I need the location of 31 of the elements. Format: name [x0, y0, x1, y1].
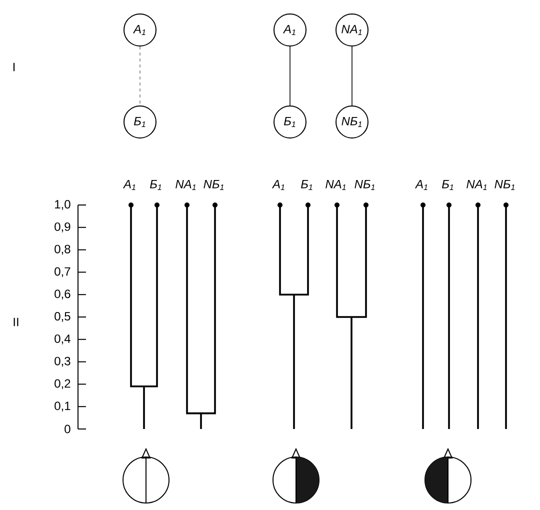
- tick-label: 1,0: [55, 200, 70, 210]
- tick-label: 0,7: [54, 267, 70, 278]
- tick-label: 0,4: [54, 334, 70, 344]
- leaf-label: NБ$_{1}$: [494, 180, 515, 190]
- leaf-label: Б$_{1}$: [442, 180, 454, 190]
- leaf-label: Б$_{1}$: [300, 180, 312, 190]
- leaf-label: NA$_{1}$: [326, 180, 346, 190]
- circle-node: Б$_{1}$: [274, 106, 306, 138]
- leaf-label: NA$_{1}$: [466, 180, 487, 190]
- tick-label: 0,6: [54, 290, 70, 300]
- circle-node: A$_{1}$: [274, 14, 306, 46]
- circle-node: A$_{1}$: [124, 14, 156, 46]
- tick-label: 0,2: [54, 379, 70, 390]
- leaf-label: A$_{1}$: [272, 180, 284, 190]
- leaf-label: NБ$_{1}$: [204, 180, 224, 190]
- tick-label: 0,3: [54, 356, 70, 367]
- circle-node: NБ$_{1}$: [336, 106, 368, 138]
- section-numeral: I: [13, 62, 15, 72]
- tick-label: 0,1: [54, 402, 70, 412]
- section-numeral: II: [14, 318, 18, 326]
- tick-label: 0: [64, 424, 70, 434]
- leaf-label: NБ$_{1}$: [354, 180, 375, 190]
- circle-node: Б$_{1}$: [124, 106, 156, 138]
- circle-node: NA$_{1}$: [336, 14, 368, 46]
- leaf-label: A$_{1}$: [122, 180, 136, 190]
- leaf-label: A$_{1}$: [414, 180, 428, 190]
- tick-label: 0,8: [54, 244, 70, 255]
- tick-label: 0,9: [54, 222, 70, 232]
- leaf-label: Б$_{1}$: [150, 180, 162, 190]
- leaf-label: NA$_{1}$: [176, 180, 196, 190]
- tick-label: 0,5: [54, 312, 70, 322]
